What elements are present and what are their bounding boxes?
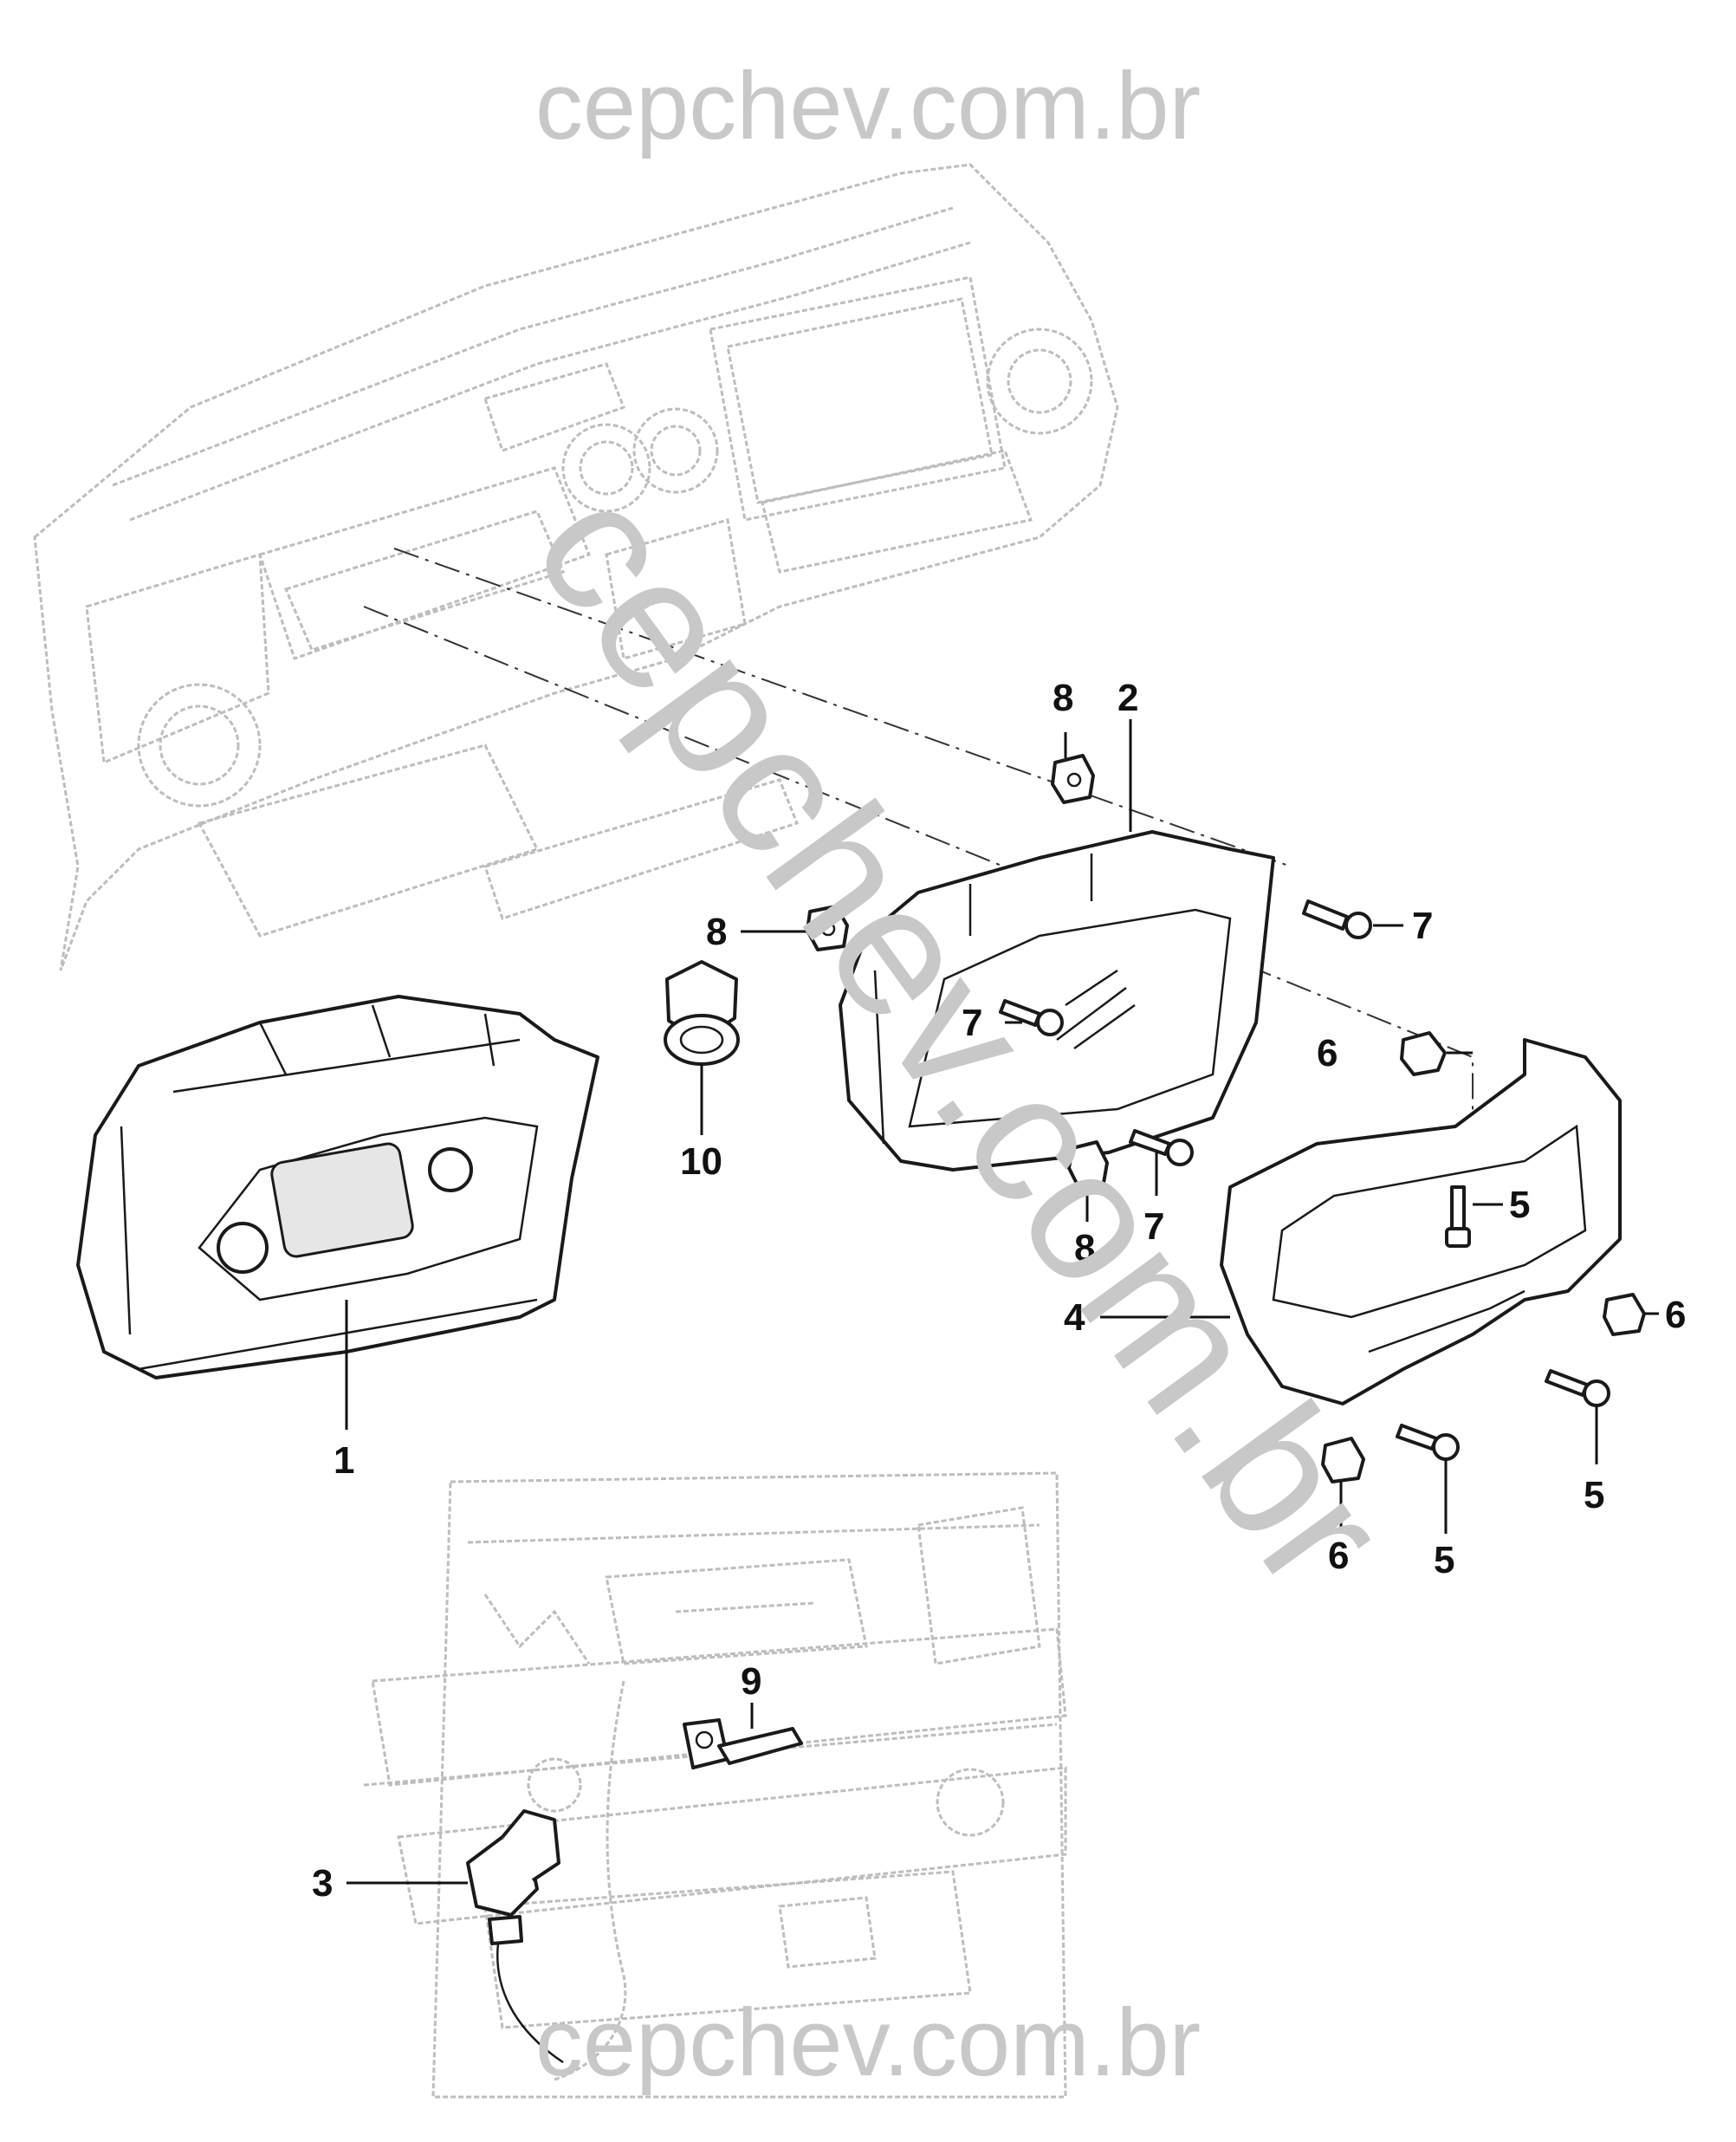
screw-part-5-bottom [1396, 1424, 1460, 1461]
screw-part-5-vertical [1445, 1185, 1471, 1248]
callout-1: 1 [334, 1439, 354, 1482]
callout-7-right-screw: 7 [1412, 905, 1433, 947]
callout-8-middle-clip: 8 [706, 911, 727, 953]
screw-part-7-right [1302, 899, 1372, 939]
callout-7-bottom-screw: 7 [1143, 1205, 1164, 1248]
leader-lines [345, 719, 1659, 1885]
callout-6-right-nut: 6 [1665, 1294, 1686, 1336]
watermarks: cepchev.com.br cepchev.com.br cepchev.co… [495, 53, 1428, 2096]
callout-2: 2 [1117, 677, 1138, 719]
instrument-cluster-part-1 [76, 995, 599, 1379]
callout-9: 9 [741, 1660, 761, 1703]
screw-part-7-bottom [1129, 1129, 1194, 1166]
callout-labels: 1 2 3 4 5 5 5 6 6 6 7 7 7 8 8 8 9 10 [312, 677, 1686, 1905]
front-structure-ghost-illustration [363, 1471, 1067, 2099]
dashboard-ghost-illustration [33, 163, 1119, 971]
callout-5-vertical-screw: 5 [1509, 1184, 1530, 1226]
socket-part-10 [664, 960, 740, 1066]
nut-part-6-top [1400, 1031, 1447, 1076]
callout-4: 4 [1064, 1296, 1085, 1339]
cluster-housing-part-2 [839, 830, 1275, 1172]
clip-part-8-top [1051, 754, 1095, 804]
callout-6-top-nut: 6 [1317, 1032, 1338, 1074]
callout-7-center-screw: 7 [962, 1002, 982, 1044]
nut-part-6-bottom [1321, 1437, 1365, 1483]
watermark-bottom: cepchev.com.br [535, 1989, 1201, 2096]
lower-trim-part-4 [1220, 1038, 1622, 1405]
connector-part-3 [466, 1809, 564, 2064]
callout-6-bottom-nut: 6 [1328, 1535, 1349, 1577]
watermark-top: cepchev.com.br [535, 53, 1201, 159]
callout-10: 10 [680, 1140, 722, 1183]
watermark-diagonal: cepchev.com.br [495, 449, 1428, 1625]
callout-5-bottom-screw: 5 [1434, 1539, 1454, 1581]
screw-part-7-center [999, 999, 1064, 1036]
bracket-part-9 [683, 1718, 803, 1769]
clip-part-8-bottom [1067, 1140, 1109, 1189]
callout-5-right-screw: 5 [1584, 1474, 1604, 1516]
callout-3: 3 [312, 1862, 333, 1905]
callout-8-bottom-clip: 8 [1074, 1227, 1095, 1269]
callout-8-top-clip: 8 [1053, 677, 1073, 719]
screw-part-5-right [1545, 1369, 1610, 1407]
nut-part-6-right [1603, 1293, 1646, 1336]
